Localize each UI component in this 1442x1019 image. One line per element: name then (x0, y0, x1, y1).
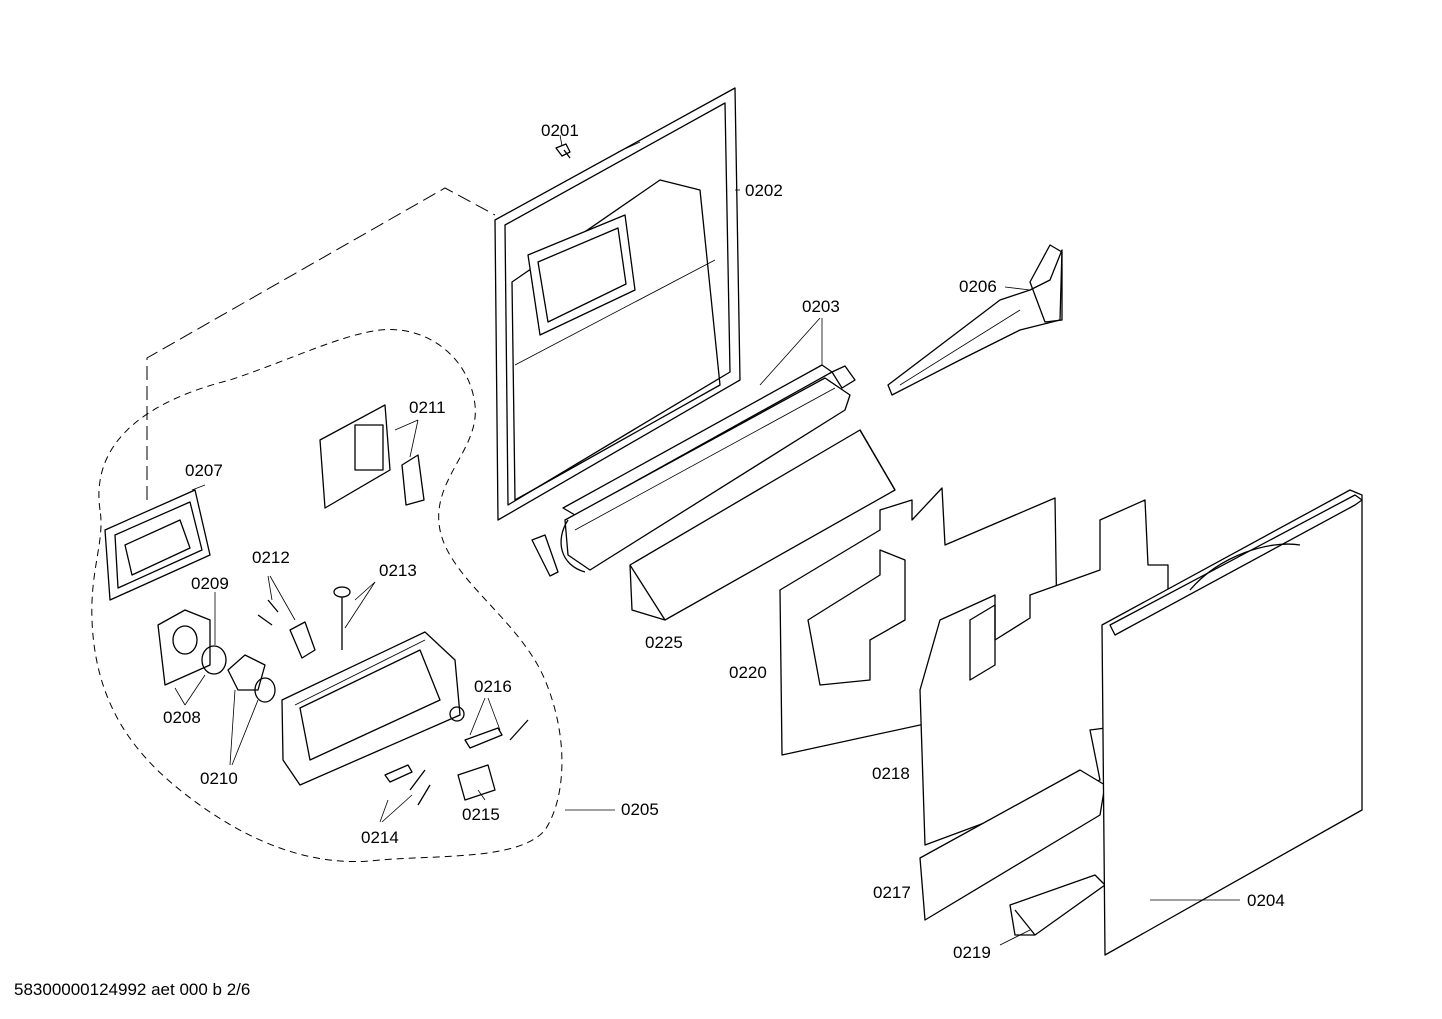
document-id-footer: 58300000124992 aet 000 b 2/6 (14, 980, 251, 999)
part-0205-dispenser (281, 631, 461, 786)
part-0217-strip (919, 769, 1106, 921)
label-0212: 0212 (252, 548, 290, 567)
part-0215-switch (457, 764, 496, 801)
part-0202-inner-door (494, 87, 741, 521)
label-0218: 0218 (872, 764, 910, 783)
label-0206: 0206 (959, 277, 997, 296)
part-0201-screw (555, 143, 571, 159)
label-0204: 0204 (1247, 891, 1285, 910)
part-0209-ring (201, 645, 227, 675)
label-0202: 0202 (745, 181, 783, 200)
label-0214: 0214 (361, 828, 399, 847)
part-0207-frame (104, 489, 211, 601)
label-0207: 0207 (185, 461, 223, 480)
clip-0203-right (831, 365, 856, 389)
label-0209: 0209 (191, 574, 229, 593)
label-0205: 0205 (621, 800, 659, 819)
label-0219: 0219 (953, 943, 991, 962)
label-0203: 0203 (802, 297, 840, 316)
label-0208: 0208 (163, 708, 201, 727)
label-0215: 0215 (462, 805, 500, 824)
label-0216: 0216 (474, 677, 512, 696)
part-0211-lid (319, 404, 425, 509)
label-0213: 0213 (379, 561, 417, 580)
part-0210-nozzle (227, 654, 276, 703)
label-0201: 0201 (541, 121, 579, 140)
part-0225-foam-block (629, 429, 896, 621)
label-0225: 0225 (645, 633, 683, 652)
label-0211: 0211 (409, 398, 446, 417)
part-0208-cover (157, 609, 211, 686)
part-0212-spring (257, 599, 316, 659)
part-0213-valve (333, 586, 351, 650)
label-0210: 0210 (200, 769, 238, 788)
part-0206-bracket (887, 244, 1063, 396)
part-0204-outer-door (1101, 489, 1363, 956)
clip-0203-left (531, 534, 559, 577)
part-0218-panel (919, 499, 1169, 846)
leader-lines (174, 134, 1240, 946)
part-0216-levers (449, 706, 529, 749)
label-0217: 0217 (873, 883, 911, 902)
part-0214-springs (384, 764, 431, 806)
dashed-outline-0205 (91, 187, 563, 863)
part-0219-handle (1009, 874, 1106, 936)
label-0220: 0220 (729, 663, 767, 682)
